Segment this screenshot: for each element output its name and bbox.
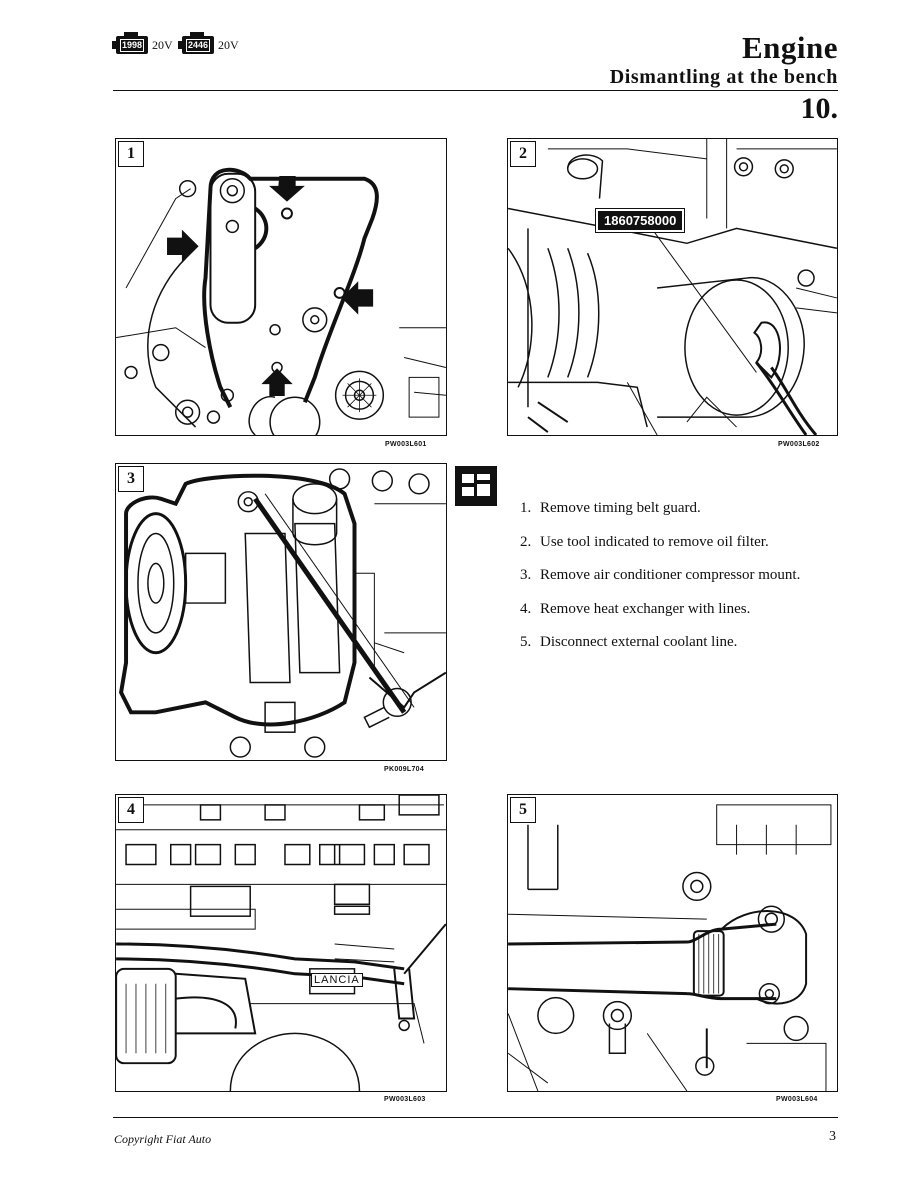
list-item: 1. Remove timing belt guard. [520, 500, 800, 534]
engine-code: 1998 [119, 38, 145, 52]
figure-code: PK009L704 [384, 766, 425, 773]
coolant-line-illustration [508, 804, 832, 1091]
figure-code: PW003L601 [385, 441, 427, 448]
page-number: 3 [829, 1129, 836, 1144]
figure-number: 3 [118, 466, 144, 492]
compressor-mount-illustration [119, 468, 446, 758]
step-text: Disconnect external coolant line. [540, 634, 738, 650]
footer-rule [113, 1117, 838, 1118]
section-number: 10. [800, 92, 839, 125]
figure-code: PW003L603 [384, 1096, 426, 1103]
list-item: 4. Remove heat exchanger with lines. [520, 601, 800, 635]
figure-4: 4 LANCIA [115, 794, 447, 1092]
procedure-icon [455, 466, 497, 506]
valves-label: 20V [152, 37, 173, 52]
figure-1: 1 [115, 138, 447, 436]
heat-exchanger-illustration [116, 795, 446, 1091]
figure-number: 1 [118, 141, 144, 167]
timing-belt-guard-illustration [116, 167, 446, 435]
list-item: 2. Use tool indicated to remove oil filte… [520, 534, 800, 568]
oil-filter-illustration [508, 139, 837, 435]
valves-label: 20V [218, 37, 239, 52]
figure-code: PW003L602 [778, 441, 820, 448]
list-item: 3. Remove air conditioner compressor moun… [520, 567, 800, 601]
engine-badge-1998: 1998 20V [112, 32, 173, 56]
step-text: Remove air conditioner compressor mount. [540, 567, 801, 583]
figure-number: 5 [510, 797, 536, 823]
step-number: 4. [520, 600, 532, 617]
lancia-marking: LANCIA [311, 973, 363, 987]
list-item: 5. Disconnect external coolant line. [520, 634, 800, 668]
figure-number: 2 [510, 141, 536, 167]
procedure-steps: 1. Remove timing belt guard. 2. Use tool i… [520, 500, 800, 668]
engine-badge-2446: 2446 20V [178, 32, 239, 56]
step-number: 5. [520, 634, 532, 650]
figure-2: 2 1860758000 [507, 138, 838, 436]
page-title: Engine [741, 30, 838, 65]
tool-number-label: 1860758000 [594, 208, 686, 233]
step-number: 2. [520, 533, 532, 550]
step-number: 1. [520, 500, 532, 516]
header-rule [113, 90, 838, 91]
page-subtitle: Dismantling at the bench [609, 66, 838, 88]
engine-icon: 2446 [178, 32, 214, 54]
step-number: 3. [520, 567, 532, 583]
figure-3: 3 [115, 463, 447, 761]
step-text: Use tool indicated to remove oil filter. [540, 533, 769, 550]
engine-icon: 1998 [112, 32, 148, 54]
figure-number: 4 [118, 797, 144, 823]
copyright-text: Copyright Fiat Auto [114, 1132, 212, 1146]
figure-5: 5 [507, 794, 838, 1092]
step-text: Remove timing belt guard. [540, 500, 701, 516]
step-text: Remove heat exchanger with lines. [540, 600, 751, 617]
engine-code: 2446 [185, 38, 211, 52]
figure-code: PW003L604 [776, 1096, 818, 1103]
